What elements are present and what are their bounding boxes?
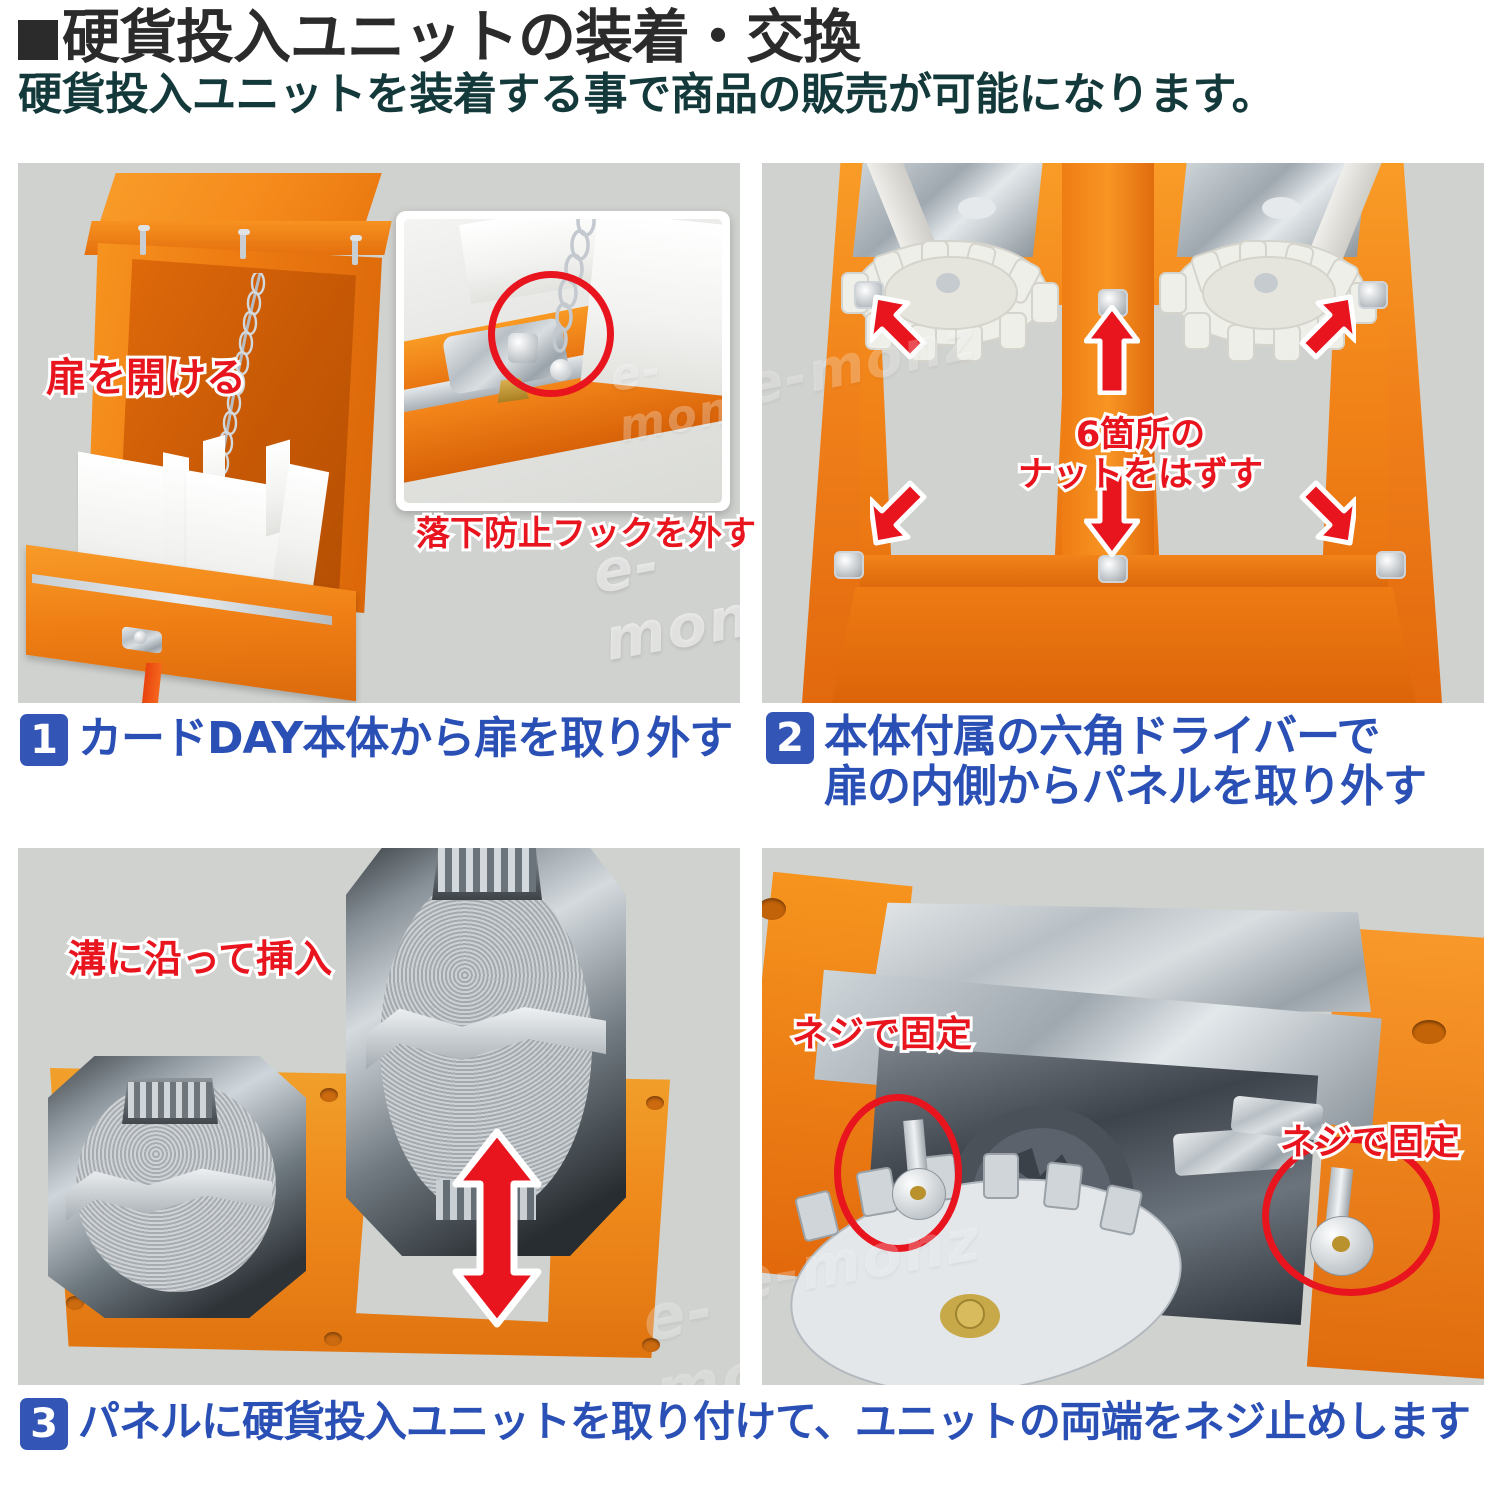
cabinet-lower-front (832, 587, 1416, 703)
fix-with-screw-label-right: ネジで固定 (1277, 1119, 1463, 1166)
step-3-detail-photo: ネジで固定 ネジで固定 e-monz (762, 848, 1484, 1385)
panel-hole (646, 1096, 664, 1110)
nut-top-right (1358, 281, 1388, 309)
open-door-label: 扉を開ける (43, 352, 249, 404)
remove-fall-prevention-hook-label: 落下防止フックを外す (413, 511, 759, 556)
cabinet-screw-head (350, 235, 362, 241)
bracket-hole-right (1262, 197, 1300, 219)
step-3-caption-text: パネルに硬貨投入ユニットを取り付けて、ユニットの両端をネジ止めします (78, 1397, 1471, 1446)
step-3-photo-panel: 溝に沿って挿入 e-monz (18, 848, 740, 1385)
step-2-photo: 6箇所の ナットをはずす e-monz (762, 163, 1484, 703)
fix-with-screw-label-left: ネジで固定 (789, 1011, 975, 1058)
coin-slot-grille-right (438, 848, 536, 892)
step-1-caption: 1 カードDAY本体から扉を取り外す (20, 713, 733, 766)
step-3-photo: 溝に沿って挿入 e-monz (18, 848, 740, 1385)
panel-hole (320, 1088, 338, 1102)
hook-nut (134, 631, 147, 644)
insert-along-groove-label: 溝に沿って挿入 (65, 934, 335, 983)
header: 硬貨投入ユニットの装着・交換 硬貨投入ユニットを装着する事で商品の販売が可能にな… (18, 6, 1488, 120)
arrow-to-nut-top-right (1299, 294, 1356, 360)
inset-highlight-circle (488, 271, 614, 397)
page-title: 硬貨投入ユニットの装着・交換 (18, 6, 1488, 68)
panel-arm-hole-right (1412, 1020, 1446, 1044)
step-1-inset-photo: e-monz (404, 219, 722, 503)
arrow-to-nut-top-left (870, 294, 927, 360)
coin-slot-grille-left (128, 1082, 212, 1118)
nut-bottom-center (1098, 555, 1128, 583)
step-2-photo-panel: 6箇所の ナットをはずす e-monz (762, 163, 1484, 703)
panel-hole (66, 1296, 84, 1310)
step-1-caption-text: カードDAY本体から扉を取り外す (78, 713, 733, 764)
cabinet-screw-head (238, 229, 250, 235)
arrow-to-nut-bottom-center (1084, 466, 1140, 557)
cabinet-screw (352, 239, 358, 265)
arrow-to-nut-top-center (1084, 305, 1140, 395)
nut-bottom-left (834, 551, 864, 579)
arrow-to-nut-bottom-right (1299, 480, 1356, 546)
coin-slot-unit-left (48, 1056, 306, 1318)
step-3-badge: 3 (20, 1398, 68, 1450)
panel-arm-hole-left (762, 898, 786, 920)
step-2-caption: 2 本体付属の六角ドライバーで 扉の内側からパネルを取り外す (766, 711, 1427, 812)
step-3-caption: 3 パネルに硬貨投入ユニットを取り付けて、ユニットの両端をネジ止めします (20, 1397, 1471, 1450)
step-1-photo-panel: 扉を開ける e-monz (18, 163, 759, 703)
step-1-inset-photo-frame: e-monz (396, 211, 730, 511)
bracket-hole-left (958, 197, 996, 219)
page-subtitle: 硬貨投入ユニットを装着する事で商品の販売が可能になります。 (18, 69, 1276, 120)
step-3-detail-photo-panel: ネジで固定 ネジで固定 e-monz (762, 848, 1484, 1385)
step-2-caption-line-2: 扉の内側からパネルを取り外す (824, 761, 1427, 812)
step-2-badge: 2 (766, 712, 814, 764)
cabinet-screw (240, 233, 246, 259)
step-1-badge: 1 (20, 714, 68, 766)
arrow-to-nut-bottom-left (870, 480, 927, 546)
screw-highlight-circle-right (1262, 1136, 1440, 1296)
insert-direction-arrow (452, 1128, 542, 1328)
panel-hole (324, 1332, 342, 1346)
bullet-square-icon (18, 20, 58, 60)
remove-six-nuts-label: 6箇所の ナットをはずす (1015, 412, 1266, 498)
door-handle (141, 663, 163, 703)
cabinet-screw-head (138, 225, 150, 231)
cabinet-screw (140, 229, 146, 255)
step-2-caption-line-1: 本体付属の六角ドライバーで (824, 711, 1380, 762)
page-title-text: 硬貨投入ユニットの装着・交換 (62, 3, 861, 71)
nut-bottom-right (1376, 551, 1406, 579)
panel-hole (642, 1338, 660, 1352)
screw-highlight-circle-left (834, 1094, 962, 1252)
